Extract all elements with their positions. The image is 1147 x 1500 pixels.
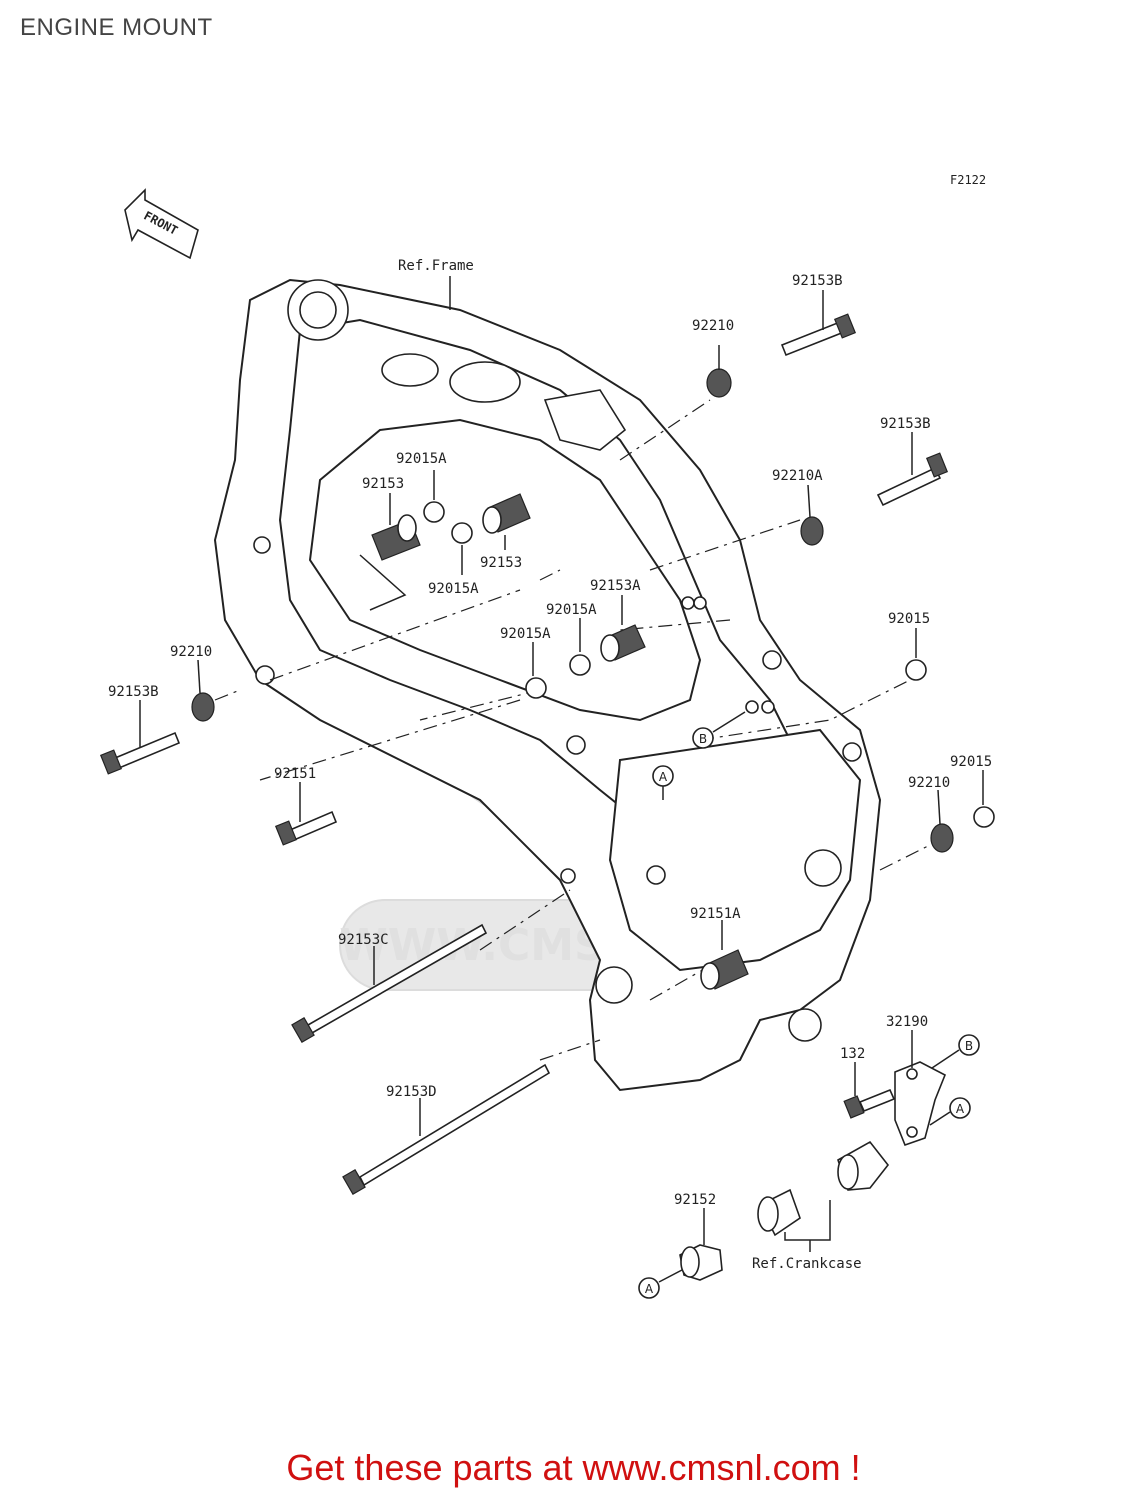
promo-banner[interactable]: Get these parts at www.cmsnl.com ! [286, 1447, 861, 1488]
svg-text:B: B [699, 732, 707, 746]
part-label-92015A-1: 92015A [396, 451, 447, 467]
crankcase-bushings: Ref.Crankcase [752, 1140, 890, 1272]
nut-92015A-3: 92015A [546, 602, 597, 676]
part-label-92153B-top: 92153B [792, 273, 843, 289]
damper-92210-top: 92210 [692, 318, 734, 398]
page-title: ENGINE MOUNT [20, 14, 213, 41]
bolt-92153D: 92153D [342, 1063, 551, 1195]
nut-92015A-1: 92015A [396, 451, 447, 523]
bolt-92153B-top: 92153B [780, 273, 857, 357]
part-label-132: 132 [840, 1046, 865, 1062]
part-label-92153C: 92153C [338, 932, 389, 948]
part-label-92015A-3: 92015A [546, 602, 597, 618]
part-label-92153D: 92153D [386, 1084, 437, 1100]
figure-code: F2122 [950, 173, 986, 187]
part-label-32190: 32190 [886, 1014, 928, 1030]
spacer-92151A: 92151A [690, 906, 749, 990]
part-label-92210A: 92210A [772, 468, 823, 484]
spacer-92153A: 92153A [590, 578, 646, 662]
svg-text:A: A [956, 1102, 965, 1116]
bracket-32190: 32190 [886, 1014, 947, 1147]
damper-92210-left: 92210 [170, 644, 215, 722]
part-label-92151: 92151 [274, 766, 316, 782]
part-label-92210-top: 92210 [692, 318, 734, 334]
bolt-132: 132 [840, 1046, 896, 1119]
callout-a-1: A [652, 765, 674, 800]
ref-crankcase-label: Ref.Crankcase [752, 1256, 862, 1272]
part-label-92210-left: 92210 [170, 644, 212, 660]
center-lines [214, 399, 941, 1061]
part-label-92151A: 92151A [690, 906, 741, 922]
bolt-92153C: 92153C [291, 923, 488, 1043]
part-label-92153-right: 92153 [480, 555, 522, 571]
spacer-92153-left: 92153 [362, 476, 421, 561]
svg-text:A: A [645, 1282, 654, 1296]
part-label-92210-low: 92210 [908, 775, 950, 791]
damper-92210A: 92210A [772, 468, 824, 546]
svg-text:B: B [965, 1039, 973, 1053]
part-label-92153-left: 92153 [362, 476, 404, 492]
spacer-92153-right: 92153 [480, 493, 531, 571]
part-label-92015-right: 92015 [888, 611, 930, 627]
nut-92015-right: 92015 [888, 611, 930, 681]
nut-92015A-2: 92015A [428, 522, 479, 597]
nut-92015-low: 92015 [950, 754, 995, 828]
callout-a-3: A [638, 1269, 683, 1299]
bushing-92152: 92152 [674, 1192, 723, 1281]
callout-b-1: B [692, 711, 746, 749]
part-label-92015A-4: 92015A [500, 626, 551, 642]
part-label-92153B-mid: 92153B [880, 416, 931, 432]
bolt-92153B-left: 92153B [99, 684, 181, 775]
bolt-92151: 92151 [274, 766, 338, 846]
callout-b-2: B [931, 1034, 980, 1069]
svg-text:A: A [659, 770, 668, 784]
front-arrow-icon: FRONT [124, 188, 199, 260]
part-label-92153B-left: 92153B [108, 684, 159, 700]
callout-a-2: A [929, 1097, 971, 1126]
part-label-92153A: 92153A [590, 578, 641, 594]
damper-92210-low: 92210 [908, 775, 954, 853]
part-label-92152: 92152 [674, 1192, 716, 1208]
part-label-92015-low: 92015 [950, 754, 992, 770]
nut-92015A-4: 92015A [500, 626, 551, 699]
ref-frame-label: Ref.Frame [398, 258, 474, 274]
bolt-92153B-mid: 92153B [876, 416, 949, 507]
part-label-92015A-2: 92015A [428, 581, 479, 597]
